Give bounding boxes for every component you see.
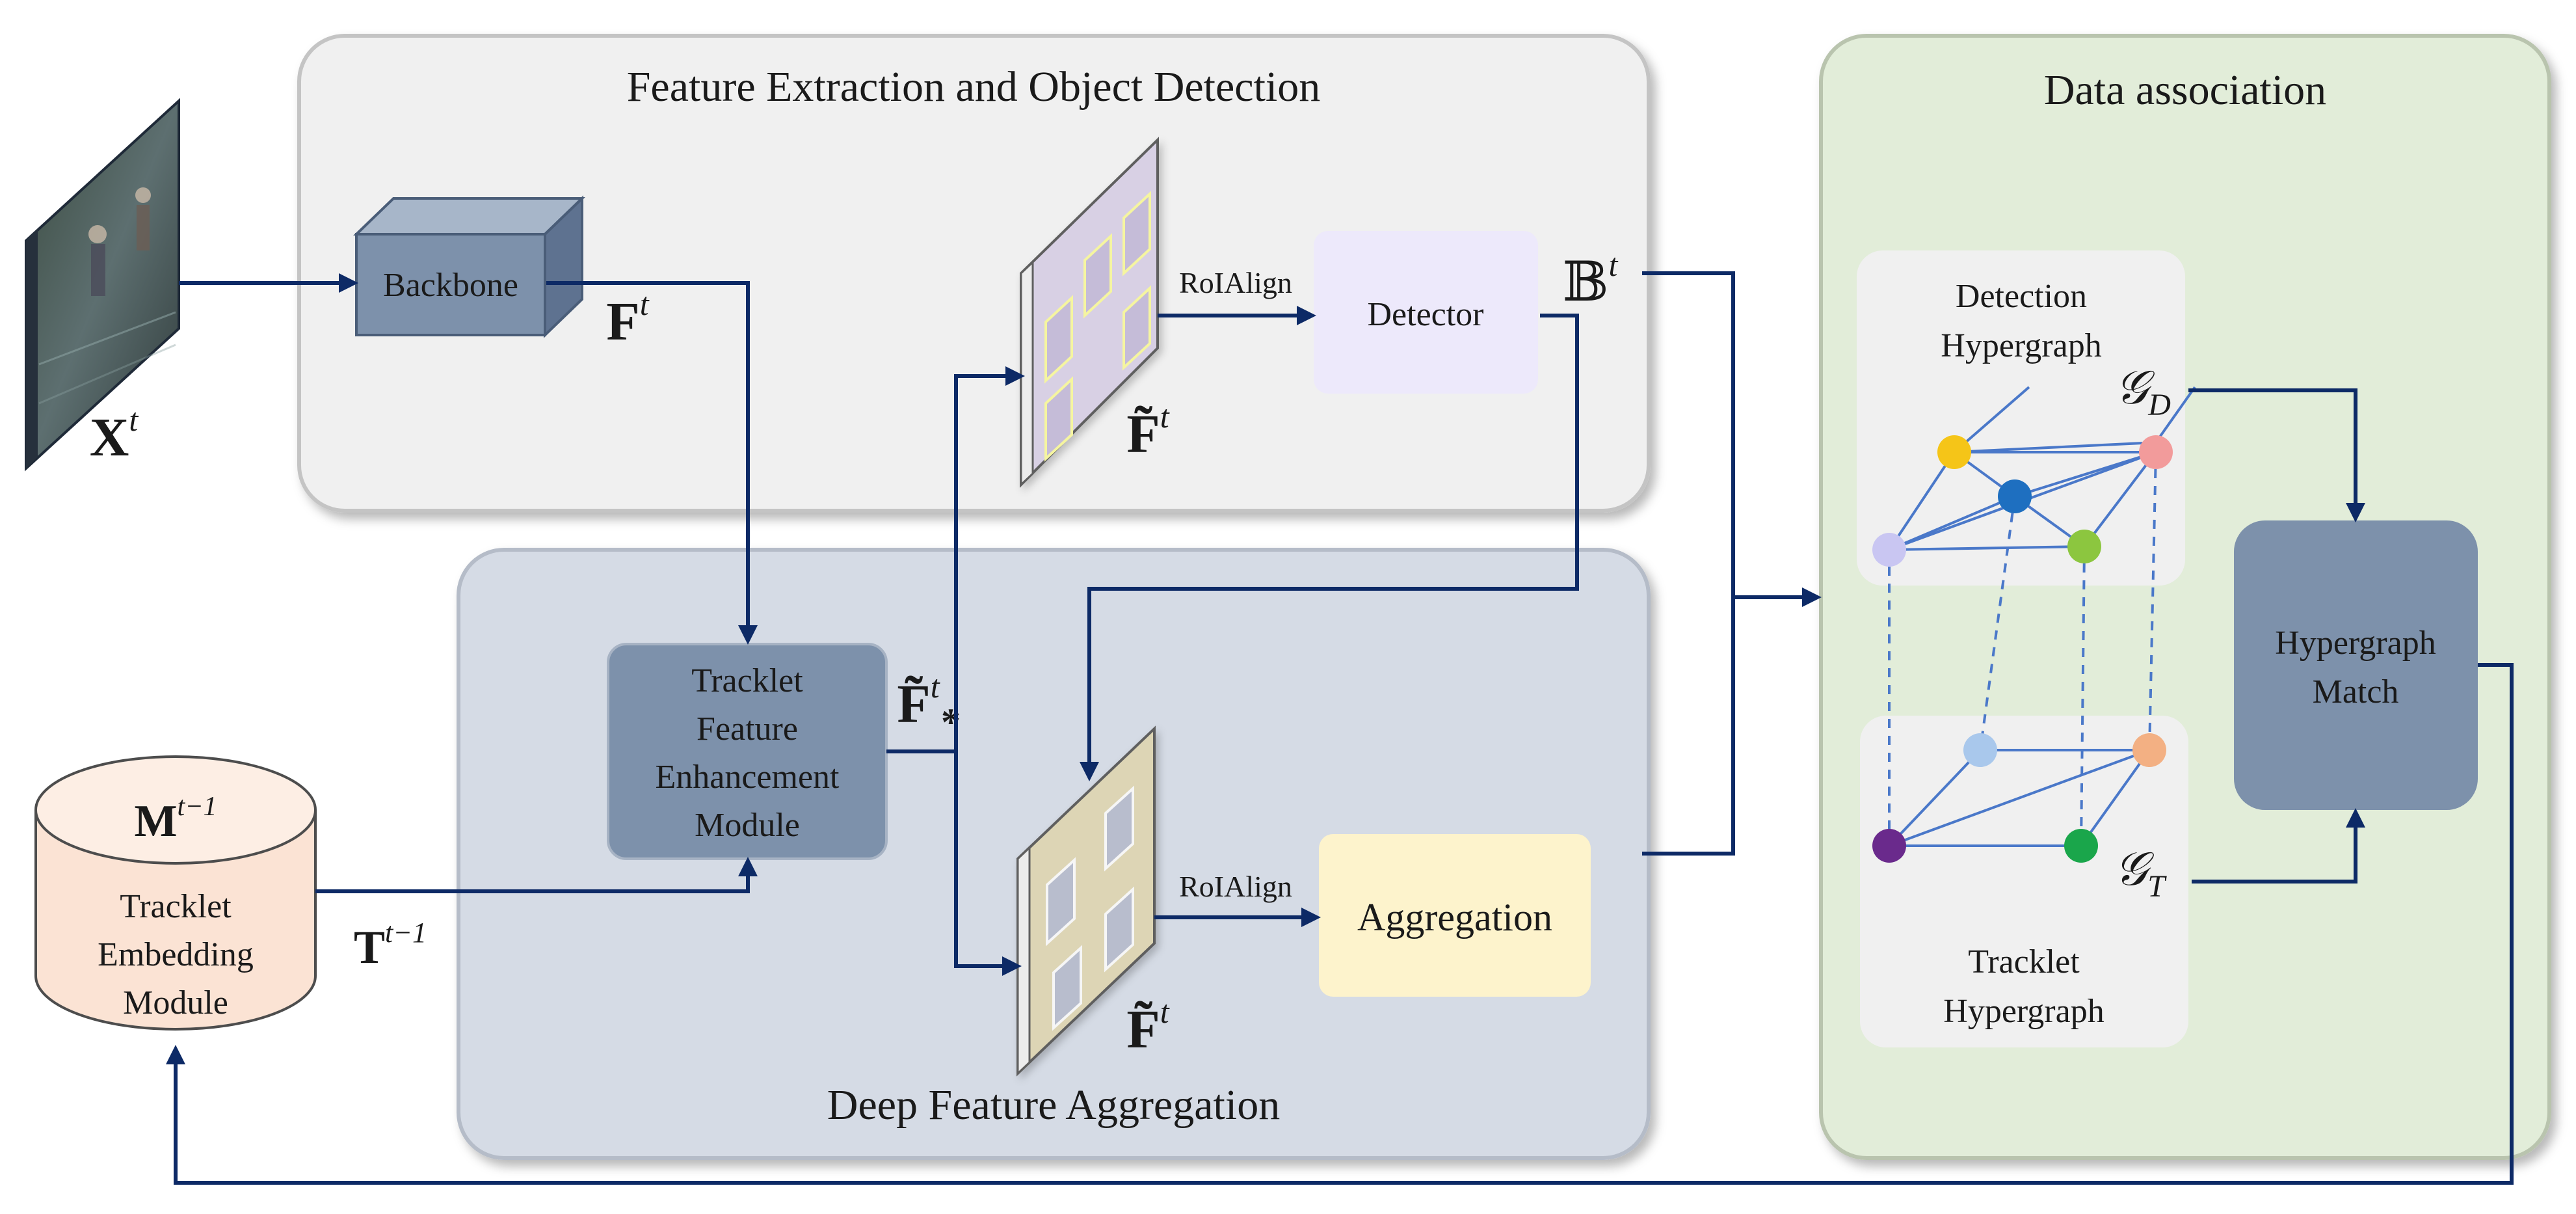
backbone-label: Backbone <box>383 267 518 304</box>
tracklet-hyperedges <box>1888 749 2151 847</box>
tracklet-nodes <box>1872 733 2166 863</box>
roialign-bottom-label: RoIAlign <box>1179 870 1292 903</box>
svg-text:Tracklet: Tracklet <box>691 662 803 699</box>
detection-node <box>1998 479 2032 513</box>
svg-text:Ft: Ft <box>606 286 649 352</box>
tracklet-hypergraph-panel: Tracklet Hypergraph <box>1860 716 2188 1047</box>
svg-text:Mt−1: Mt−1 <box>134 792 217 846</box>
svg-text:Feature: Feature <box>697 710 798 748</box>
aggregation-label: Aggregation <box>1357 896 1552 939</box>
aggregation-block: Aggregation <box>1319 834 1591 997</box>
detection-nodes <box>1872 435 2173 567</box>
panel-feature-extraction: Feature Extraction and Object Detection <box>297 34 1651 513</box>
svg-text:Tt−1: Tt−1 <box>354 917 427 973</box>
svg-text:Hypergraph: Hypergraph <box>1943 993 2104 1030</box>
detection-node <box>1937 435 1971 469</box>
svg-text:𝔹t: 𝔹t <box>1563 247 1619 313</box>
symbol-f-tilde-top: F̃t <box>1126 398 1169 465</box>
correspondence-lines <box>1888 452 2157 846</box>
svg-text:F̃t: F̃t <box>897 668 940 735</box>
svg-text:Tracklet: Tracklet <box>120 888 232 925</box>
svg-text:Hypergraph: Hypergraph <box>1941 327 2101 364</box>
detection-node <box>2067 530 2101 563</box>
hypergraph-match-block: Hypergraph Match <box>2234 520 2478 810</box>
svg-text:Embedding: Embedding <box>98 936 254 973</box>
panel-title-data-association: Data association <box>2044 66 2326 114</box>
detector-block: Detector <box>1314 231 1538 394</box>
detection-node <box>1872 533 1906 567</box>
symbol-x-t: Xt <box>90 401 139 468</box>
svg-text:Xt: Xt <box>90 401 139 468</box>
tfem-block: Tracklet Feature Enhancement Module <box>607 643 888 860</box>
svg-text:Match: Match <box>2313 673 2399 710</box>
input-frame <box>25 98 180 472</box>
symbol-b-t: 𝔹t <box>1563 247 1619 313</box>
tracklet-embedding-module: Mt−1 Tracklet Embedding Module <box>34 755 317 1031</box>
svg-text:Enhancement: Enhancement <box>656 759 840 796</box>
detector-label: Detector <box>1367 296 1483 333</box>
panel-title-deep-feature: Deep Feature Aggregation <box>827 1081 1280 1129</box>
tracklet-node <box>1872 829 1906 863</box>
backbone-block: Backbone <box>353 195 585 338</box>
feature-map-top <box>1020 137 1159 488</box>
symbol-t-t1: Tt−1 <box>354 917 427 973</box>
svg-text:F̃t: F̃t <box>1126 993 1169 1060</box>
symbol-f-t: Ft <box>606 286 649 352</box>
tracklet-node <box>2132 733 2166 767</box>
svg-text:Hypergraph: Hypergraph <box>2275 625 2436 662</box>
flow-arrows <box>166 271 2514 1185</box>
symbol-f-tilde-bottom: F̃t <box>1126 993 1169 1060</box>
svg-text:Module: Module <box>123 984 228 1021</box>
roialign-top-label: RoIAlign <box>1179 266 1292 299</box>
panel-title-feature-extraction: Feature Extraction and Object Detection <box>627 63 1321 111</box>
detection-node <box>2139 435 2173 469</box>
svg-text:Detection: Detection <box>1956 278 2087 315</box>
tracklet-node <box>1963 733 1997 767</box>
svg-text:Tracklet: Tracklet <box>1968 943 2080 980</box>
tracklet-node <box>2064 829 2098 863</box>
detection-hypergraph-panel: Detection Hypergraph <box>1857 250 2185 586</box>
svg-text:Module: Module <box>695 807 800 844</box>
svg-text:F̃t: F̃t <box>1126 398 1169 465</box>
feature-map-bottom <box>1016 725 1156 1077</box>
